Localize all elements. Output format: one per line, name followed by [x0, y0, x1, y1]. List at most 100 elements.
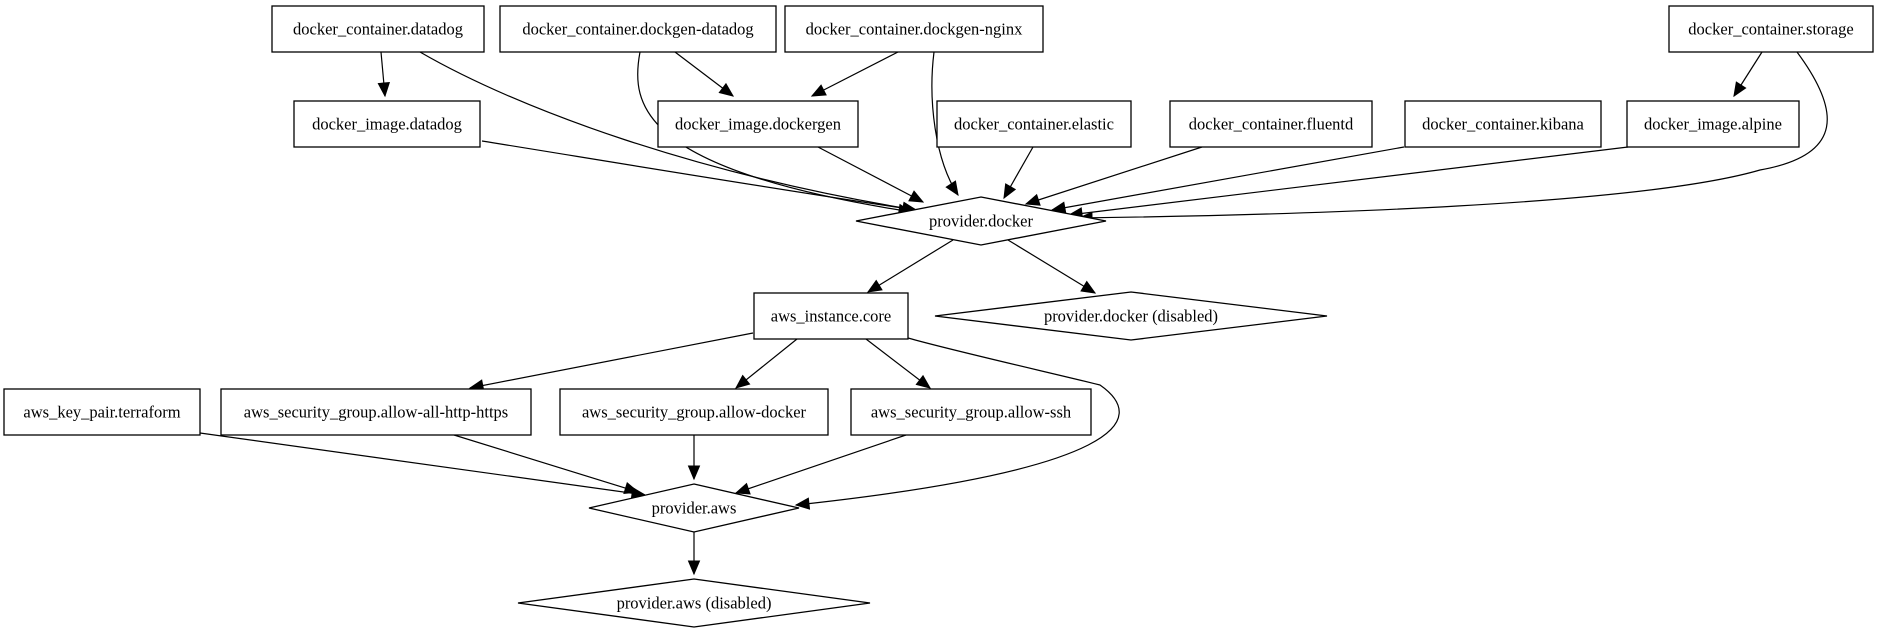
- node-label: docker_container.dockgen-datadog: [522, 20, 753, 39]
- edge-aws_core-to-p_aws: [794, 337, 1120, 510]
- node-box-shape: [499, 5, 777, 53]
- node-diamond-shape: [934, 291, 1328, 341]
- edge-dc_storage-to-di_alpine: [1733, 51, 1763, 98]
- node-p-docker: provider.docker: [855, 196, 1107, 246]
- edge-line: [453, 434, 639, 493]
- edge-line: [1078, 51, 1828, 219]
- node-box-shape: [657, 100, 859, 148]
- node-dc-dockgen-nginx: docker_container.dockgen-nginx: [784, 5, 1044, 53]
- node-p-aws-disabled: provider.aws (disabled): [517, 578, 871, 628]
- node-di-alpine: docker_image.alpine: [1626, 100, 1800, 148]
- node-label: docker_image.datadog: [312, 115, 462, 134]
- node-label: docker_container.elastic: [954, 115, 1114, 134]
- node-label: aws_security_group.allow-docker: [582, 403, 807, 422]
- node-box-shape: [784, 5, 1044, 53]
- edge-line: [1007, 239, 1096, 294]
- edge-line: [811, 51, 899, 97]
- node-box-shape: [3, 388, 201, 436]
- node-sg-docker: aws_security_group.allow-docker: [559, 388, 829, 436]
- arrowhead-icon: [908, 190, 925, 203]
- edge-line: [1025, 146, 1203, 205]
- arrowhead-icon: [377, 81, 391, 98]
- edge-dc_elastic-to-p_docker: [1003, 146, 1034, 200]
- node-box-shape: [271, 5, 485, 53]
- node-box-shape: [1169, 100, 1373, 148]
- node-diamond-shape: [855, 196, 1107, 246]
- node-aws-core: aws_instance.core: [753, 292, 909, 340]
- node-label: docker_image.alpine: [1644, 115, 1782, 134]
- node-sg-http: aws_security_group.allow-all-http-https: [220, 388, 532, 436]
- node-label: docker_image.dockergen: [675, 115, 841, 134]
- edge-aws_core-to-sg_docker: [734, 338, 798, 389]
- edge-aws_key-to-p_aws: [199, 432, 647, 500]
- arrowhead-icon: [734, 482, 751, 495]
- arrowhead-icon: [1024, 193, 1041, 206]
- node-box-shape: [936, 100, 1132, 148]
- node-label: docker_container.fluentd: [1189, 115, 1354, 134]
- node-diamond-shape: [517, 578, 871, 628]
- node-sg-ssh: aws_security_group.allow-ssh: [850, 388, 1092, 436]
- edge-dc_datadog-to-di_datadog: [377, 51, 391, 98]
- edge-sg_docker-to-p_aws: [687, 435, 701, 481]
- edge-line: [867, 239, 954, 293]
- node-box-shape: [850, 388, 1092, 436]
- arrowhead-icon: [810, 84, 827, 97]
- edge-dc_dockgen_nginx-to-p_docker: [931, 51, 959, 197]
- node-label: provider.aws: [652, 499, 737, 518]
- node-label: provider.aws (disabled): [617, 594, 772, 613]
- node-p-aws: provider.aws: [588, 483, 800, 533]
- edge-line: [481, 140, 917, 211]
- node-di-dockergen: docker_image.dockergen: [657, 100, 859, 148]
- arrowhead-icon: [945, 180, 959, 197]
- node-box-shape: [1404, 100, 1602, 148]
- node-aws-key: aws_key_pair.terraform: [3, 388, 201, 436]
- edge-p_docker-to-p_docker_disabled: [1007, 239, 1097, 294]
- edge-sg_ssh-to-p_aws: [734, 434, 907, 495]
- edge-aws_core-to-sg_ssh: [865, 338, 932, 389]
- edge-dc_dockgen_nginx-to-di_dockergen: [810, 51, 899, 97]
- arrowhead-icon: [1733, 81, 1747, 98]
- edge-dc_fluentd-to-p_docker: [1024, 146, 1203, 206]
- node-box-shape: [220, 388, 532, 436]
- node-diamond-shape: [588, 483, 800, 533]
- edge-di_datadog-to-p_docker: [481, 140, 918, 215]
- edge-dc_kibana-to-p_docker: [1050, 146, 1405, 214]
- node-label: docker_container.dockgen-nginx: [806, 20, 1023, 39]
- arrowhead-icon: [1003, 183, 1017, 200]
- edge-line: [419, 51, 917, 211]
- node-di-datadog: docker_image.datadog: [293, 100, 481, 148]
- edge-line: [795, 337, 1120, 506]
- arrowhead-icon: [1080, 280, 1097, 294]
- node-label: aws_security_group.allow-ssh: [871, 403, 1072, 422]
- edge-dc_dockgen_datadog-to-di_dockergen: [674, 51, 735, 97]
- node-label: aws_security_group.allow-all-http-https: [244, 403, 508, 422]
- edge-di_dockergen-to-p_docker: [817, 146, 925, 203]
- node-p-docker-disabled: provider.docker (disabled): [934, 291, 1328, 341]
- arrowhead-icon: [623, 482, 640, 494]
- edge-p_docker-to-aws_core: [866, 239, 954, 293]
- arrowhead-icon: [718, 82, 735, 97]
- node-dc-datadog: docker_container.datadog: [271, 5, 485, 53]
- node-label: provider.docker (disabled): [1044, 307, 1218, 326]
- arrowhead-icon: [687, 465, 701, 481]
- node-dc-elastic: docker_container.elastic: [936, 100, 1132, 148]
- nodes-layer: docker_container.datadog docker_container…: [3, 5, 1874, 628]
- edge-line: [735, 434, 907, 494]
- edge-line: [1051, 146, 1405, 211]
- arrowhead-icon: [734, 374, 751, 389]
- arrowhead-icon: [687, 560, 701, 576]
- arrowhead-icon: [794, 497, 811, 510]
- node-dc-kibana: docker_container.kibana: [1404, 100, 1602, 148]
- edge-line: [469, 332, 754, 389]
- edge-line: [199, 432, 646, 496]
- edge-sg_http-to-p_aws: [453, 434, 640, 494]
- arrowhead-icon: [866, 279, 883, 293]
- edge-line: [931, 51, 959, 196]
- edge-p_aws-to-p_aws_disabled: [687, 532, 701, 576]
- node-box-shape: [753, 292, 909, 340]
- edge-aws_core-to-sg_http: [468, 332, 754, 392]
- edge-line: [817, 146, 924, 203]
- arrowhead-icon: [915, 374, 932, 389]
- node-box-shape: [1668, 5, 1874, 53]
